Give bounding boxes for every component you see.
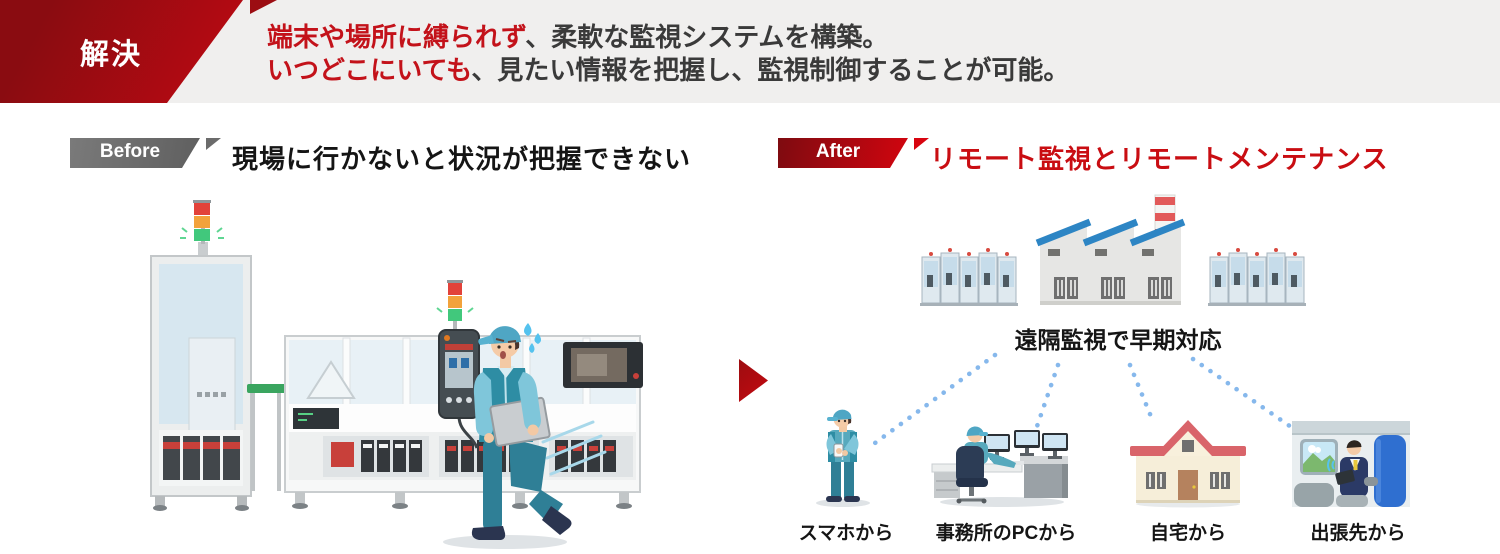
solution-line-1: 端末や場所に縛られず、柔軟な監視システムを構築。 <box>267 22 889 52</box>
arrow-right-icon <box>739 359 768 402</box>
worker-at-office-pc-icon <box>931 426 1068 507</box>
conveyor-icon <box>247 384 287 491</box>
glass-cabinet-icon <box>150 255 252 511</box>
scenario-label-business-trip: 出張先から <box>1310 523 1406 544</box>
control-pendant-icon <box>438 329 480 449</box>
after-tag-label: After <box>815 141 861 162</box>
signal-tower-icon <box>180 200 224 258</box>
factory-line-worried-worker-illustration <box>150 200 643 549</box>
before-tag-label: Before <box>99 141 161 162</box>
train-window-icon <box>1300 439 1338 475</box>
speed-lines <box>541 420 607 476</box>
house-icon <box>1130 420 1246 508</box>
dotted-link-lines <box>872 352 1297 446</box>
before-tag: Before <box>70 138 240 168</box>
businessman-figure <box>1327 440 1368 497</box>
machine-row-icon <box>1208 248 1306 306</box>
sweat-drops-icon <box>524 323 541 353</box>
before-headline: 現場に行かないと状況が把握できない <box>232 144 692 174</box>
factory-icon <box>1035 194 1186 305</box>
after-tag-shape <box>778 138 908 168</box>
machine-monitor-icon <box>563 342 643 388</box>
solution-description: 端末や場所に縛られず、柔軟な監視システムを構築。 いつどこにいても、見たい情報を… <box>267 21 1069 87</box>
worker-with-smartphone-icon <box>816 409 870 507</box>
scenario-label-smartphone: スマホから <box>798 523 894 544</box>
train-seat-icon <box>1294 435 1406 507</box>
factory-caption: 遠隔監視で早期対応 <box>1014 327 1222 353</box>
solution-line-2: いつどこにいても、見たい情報を把握し、監視制御することが可能。 <box>267 55 1070 85</box>
scenario-label-home: 自宅から <box>1149 523 1226 544</box>
solution-label: 解決 <box>79 39 142 71</box>
machine-row-icon <box>920 248 1018 306</box>
scenario-label-office-pc: 事務所のPCから <box>935 523 1077 544</box>
after-headline: リモート監視とリモートメンテナンス <box>930 144 1389 174</box>
office-chair-icon <box>956 446 988 504</box>
worried-worker-figure <box>471 323 572 540</box>
before-tag-shape <box>70 138 200 168</box>
businessman-on-train-icon <box>1292 421 1410 507</box>
remote-monitored-factory-illustration <box>920 194 1306 306</box>
banner-background <box>0 0 1500 103</box>
after-tag: After <box>778 138 948 168</box>
